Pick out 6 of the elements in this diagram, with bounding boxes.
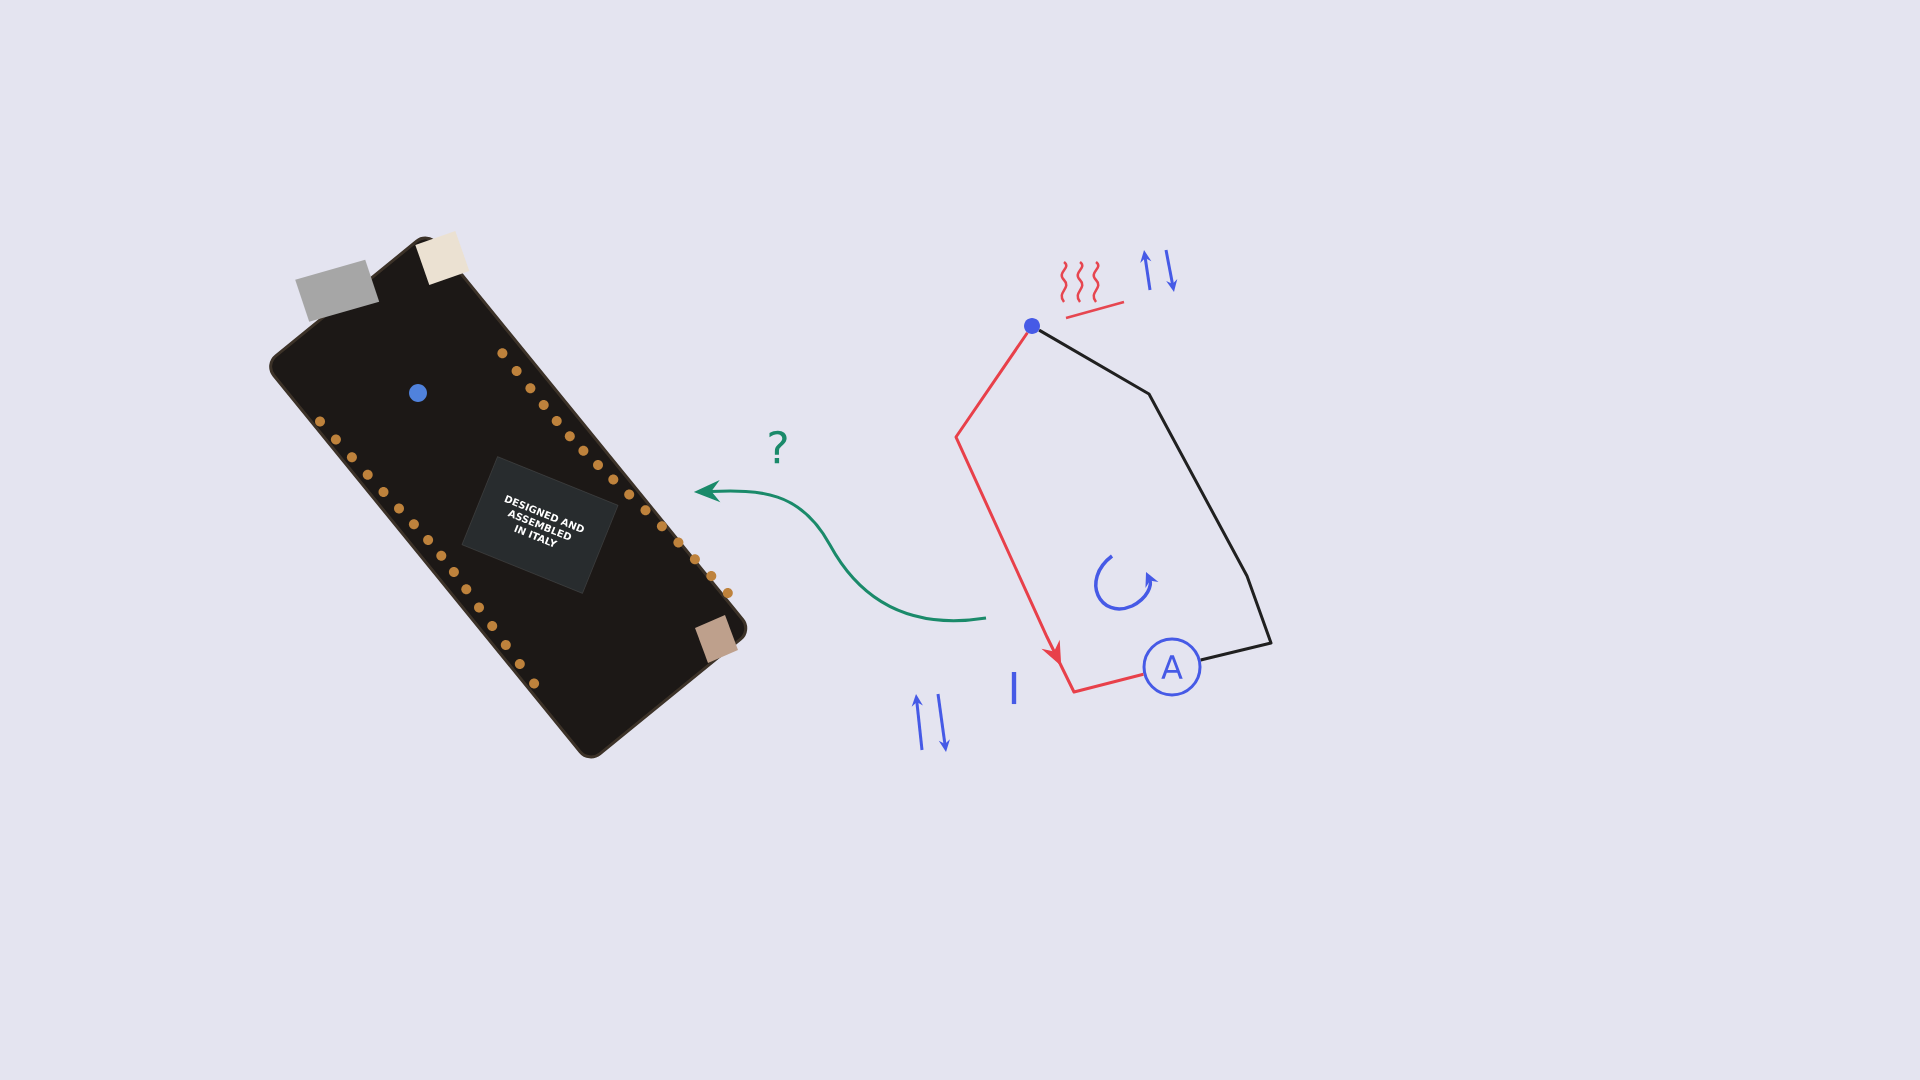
circuit-board-drawing bbox=[295, 230, 738, 689]
edge-label: ? bbox=[769, 430, 787, 464]
edge-label: I bbox=[1011, 672, 1017, 705]
wire bbox=[1038, 328, 1273, 662]
wire bbox=[954, 331, 1144, 694]
junction-dot bbox=[1024, 318, 1040, 334]
